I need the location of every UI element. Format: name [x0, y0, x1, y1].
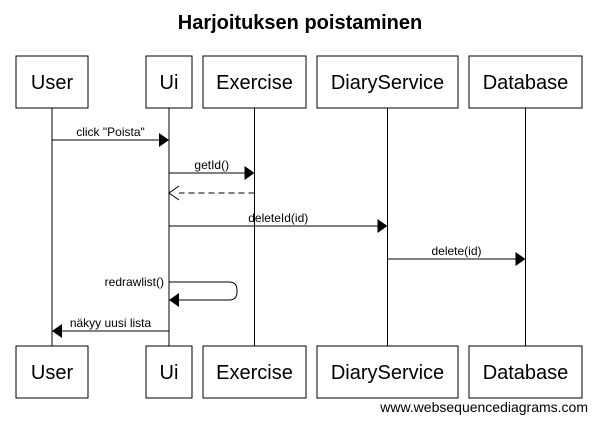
participant-box-user-bottom [15, 345, 89, 399]
participant-label-ui-top: Ui [160, 72, 179, 94]
message-5-line [169, 281, 238, 301]
message-1-label: getId() [194, 158, 229, 172]
participant-label-exercise-bottom: Exercise [216, 362, 293, 384]
message-4-arrowhead [515, 252, 526, 266]
message-0-arrowhead [159, 133, 169, 147]
participant-label-database-top: Database [483, 72, 569, 94]
participant-box-exercise-bottom [202, 345, 307, 399]
message-5-arrowhead [169, 293, 179, 307]
participant-box-ui-top [145, 55, 193, 109]
participant-label-user-bottom: User [31, 362, 74, 384]
participant-box-exercise-top [202, 55, 307, 109]
message-3-label: deleteId(id) [248, 211, 308, 225]
message-2-arrowhead [168, 185, 180, 201]
participant-box-database-bottom [468, 345, 583, 399]
message-0-label: click "Poista" [76, 125, 145, 139]
message-6-arrowhead [52, 324, 62, 338]
participant-label-diaryservice-top: DiaryService [331, 72, 444, 94]
message-3-arrowhead [377, 219, 388, 233]
messages: click "Poista" getId() deleteId(id) delete(… [52, 125, 526, 338]
participant-box-diaryservice-bottom [316, 345, 459, 399]
lifelines [51, 108, 526, 346]
participant-label-exercise-top: Exercise [216, 72, 293, 94]
watermark-text: www.websequencediagrams.com [379, 399, 588, 415]
participant-box-diaryservice-top [316, 55, 459, 109]
message-6-label: näkyy uusi lista [70, 316, 152, 330]
participant-label-user-top: User [31, 72, 74, 94]
participant-box-database-top [468, 55, 583, 109]
participant-box-user-top [15, 55, 89, 109]
participant-label-diaryservice-bottom: DiaryService [331, 362, 444, 384]
message-1-arrowhead [244, 166, 255, 180]
participant-boxes: UserUserUiUiExerciseExerciseDiaryService… [15, 55, 583, 399]
diagram-title: Harjoituksen poistaminen [178, 12, 423, 34]
message-4-label: delete(id) [431, 244, 481, 258]
participant-box-ui-bottom [145, 345, 193, 399]
message-5-label: redrawlist() [105, 275, 164, 289]
participant-label-ui-bottom: Ui [160, 362, 179, 384]
participant-label-database-bottom: Database [483, 362, 569, 384]
